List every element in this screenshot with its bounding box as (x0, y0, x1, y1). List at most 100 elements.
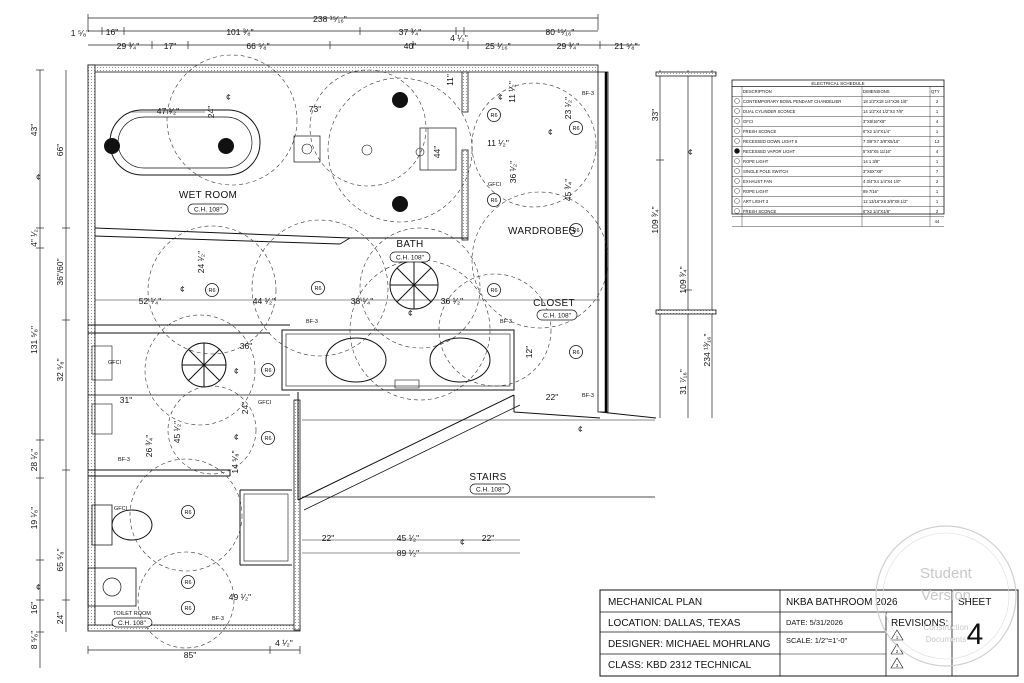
title-block: MECHANICAL PLAN LOCATION: DALLAS, TEXAS … (599, 589, 1019, 677)
svg-text:1: 1 (896, 635, 899, 640)
schedule-symbol-icon (734, 158, 740, 164)
schedule-symbol-icon (734, 98, 740, 104)
watermark-line: Version (921, 587, 971, 604)
dim-right: 234 ¹³⁄₁₆" (702, 334, 712, 367)
recessed-light-icon: R6 (569, 121, 583, 135)
recessed-light-icon: R6 (487, 108, 501, 122)
dim-interior: 24" (240, 402, 250, 414)
dim-top: 66 ⁵⁄₈" (246, 41, 269, 51)
centerline-markers: ¢ ¢ ¢ ¢ ¢ ¢ ¢ ¢ ¢ ¢ ¢ ¢ (36, 92, 693, 592)
dim-top: 4 ¹⁄₂" (450, 33, 468, 43)
dim-left: 24" (55, 612, 65, 624)
centerline-icon: ¢ (578, 424, 583, 434)
svg-text:3: 3 (896, 663, 899, 668)
ceiling-height-badge (111, 617, 153, 628)
schedule-dimensions: 18 1/2"X18 1/4"X26 1/6" (863, 99, 908, 104)
dim-right: 31 ⁷⁄₁₆" (678, 369, 688, 395)
walls (87, 64, 717, 632)
room-labels: WET ROOM C.H. 108" BATH C.H. 108" WARDRO… (111, 190, 578, 628)
gfci-label: GFCI (108, 360, 122, 366)
revision-triangle-icon: 3 (890, 657, 904, 669)
svg-text:R6: R6 (264, 436, 271, 442)
dim-interior: 22" (546, 392, 558, 402)
schedule-qty: 2 (936, 179, 939, 184)
room-name-toilet-room: TOILET ROOM (113, 611, 151, 617)
room-name-closet: CLOSET (533, 298, 575, 309)
ceiling-height-badge (469, 483, 511, 495)
schedule-symbol-icon (734, 168, 740, 174)
dim-left: 16" (29, 602, 39, 614)
recessed-vapor-lights (104, 92, 408, 212)
dim-interior: 23 ¹⁄₂" (563, 97, 573, 119)
room-name-wardrobes: WARDROBES (508, 226, 576, 237)
schedule-description: ROPE LIGHT (743, 189, 769, 194)
interior-dimensions: 47 ¹⁄₂" 73" 24" 11" 11 ¹⁄₂" 23 ¹⁄₂" 11 ¹… (95, 74, 600, 660)
svg-text:R6: R6 (208, 288, 215, 294)
dim-left: 36"/60" (55, 258, 65, 285)
ceiling-height: C.H. 108" (118, 620, 147, 627)
dim-right: 109 ³⁄₄" (650, 206, 660, 233)
dim-interior: 22" (322, 533, 334, 543)
room-name-bath: BATH (396, 239, 423, 250)
schedule-qty: 1 (936, 189, 939, 194)
schedule-dimensions: 7 3/8"X7 3/8"X5/16" (863, 139, 900, 144)
centerline-icon: ¢ (688, 147, 693, 157)
dim-interior: 12" (524, 346, 534, 358)
student-version-watermark: Student Version Construction Documents (875, 525, 1017, 667)
room-name-wet-room: WET ROOM (179, 190, 237, 201)
sheet-number: 4 (967, 618, 984, 651)
schedule-symbol-icon (734, 138, 740, 144)
svg-text:R6: R6 (490, 198, 497, 204)
bf3-label: BF-3 (306, 319, 318, 325)
centerline-icon: ¢ (460, 537, 465, 547)
dim-interior: 36" (240, 341, 252, 351)
schedule-symbol-icon (734, 178, 740, 184)
ceiling-height: C.H. 108" (194, 207, 223, 214)
floor-drain (293, 135, 321, 163)
schedule-dimensions: 14 1/2"X4 1/2"X3 7/8" (863, 109, 904, 114)
schedule-description: DUAL CYLINDER SCONCE (743, 109, 796, 114)
toilet-tank (91, 504, 113, 546)
bench (419, 127, 457, 171)
dim-left: 8 ⁵⁄₈" (29, 631, 39, 650)
chandelier-icon (181, 342, 227, 388)
toilet-room-sink (87, 567, 137, 607)
schedule-description: SINGLE POLE SWITCH (743, 169, 788, 174)
dim-interior: 31" (120, 395, 132, 405)
dim-interior: 14 ⁵⁄₈" (230, 450, 240, 473)
recessed-light-icon: R6 (181, 575, 195, 589)
schedule-qty: 2 (936, 99, 939, 104)
centerline-icon: ¢ (180, 284, 185, 294)
svg-text:R6: R6 (490, 288, 497, 294)
recessed-light-icon: R6 (487, 283, 501, 297)
schedule-qty: 4 (936, 119, 939, 124)
dim-interior: 44" (432, 146, 442, 158)
schedule-description: CONTEMPORARY BOWL PENDANT CHANDELIER (743, 99, 841, 104)
dim-left: 19 ¹⁄₈" (29, 507, 39, 530)
dim-interior: 52 ¹⁄₄" (139, 296, 162, 306)
dim-interior: 45 ¹⁄₂" (397, 533, 419, 543)
svg-text:R6: R6 (184, 510, 191, 516)
room-name-stairs: STAIRS (469, 472, 506, 483)
schedule-qty: 4 (936, 149, 939, 154)
schedule-symbol-icon (734, 118, 740, 124)
schedule-description: RECESSED VAPOR LIGHT (743, 149, 795, 154)
class: CLASS: KBD 2312 TECHNICAL (608, 660, 752, 671)
ceiling-height: C.H. 108" (476, 487, 505, 494)
overall-dimensions (36, 14, 713, 668)
dim-top: 29 ³⁄₄" (557, 41, 580, 51)
location: LOCATION: DALLAS, TEXAS (608, 618, 741, 629)
date: DATE: 5/31/2026 (786, 618, 843, 627)
schedule-description: FRESH SCONCE (743, 129, 776, 134)
plan-name: MECHANICAL PLAN (608, 597, 702, 608)
dim-interior: 22" (482, 533, 494, 543)
ceiling-height: C.H. 108" (543, 313, 572, 320)
toilet-bowl (111, 509, 153, 541)
watermark-line: Documents (926, 635, 966, 644)
vapor-light-icon (392, 92, 408, 108)
dim-right: 109 ³⁄₄" (678, 266, 688, 293)
schedule-dimensions: 6"X2 1/4"X1/8" (863, 209, 891, 214)
centerline-icon: ¢ (226, 92, 231, 102)
